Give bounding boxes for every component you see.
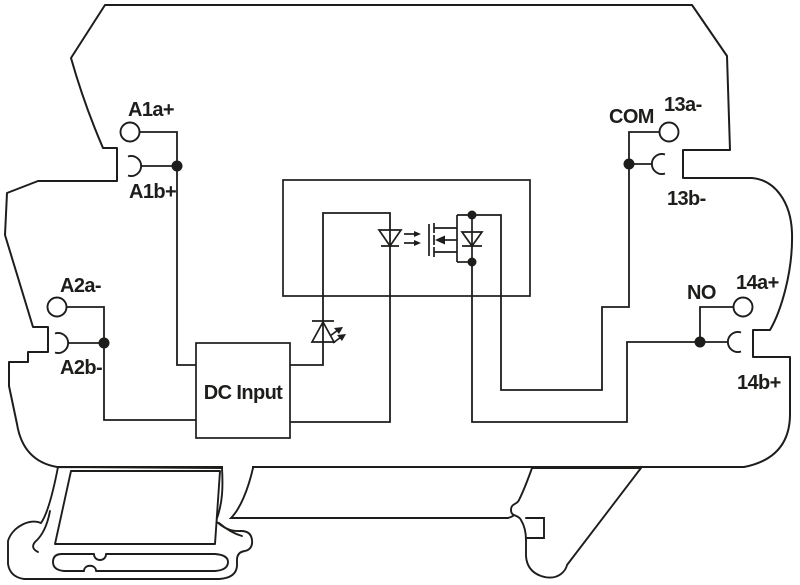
terminal-14a [732,296,754,318]
optocoupler-box [282,179,531,297]
terminal-a1a [119,121,141,143]
dc-input-block [195,342,291,439]
junction-dot-a2 [98,337,110,349]
label-14a: 14a+ [736,272,779,294]
wire-a2-to-dc-input [67,306,196,421]
body-diode-icon [460,210,484,267]
wire-14a-to-junction [699,306,733,342]
terminal-13a [658,121,680,143]
photovoltaic-mosfet-icon [428,215,472,263]
junction-dot-com [623,158,635,170]
label-a2a: A2a- [60,275,101,297]
wire-no-to-source [471,262,700,423]
terminal-a2b [54,332,69,354]
label-a1a: A1a+ [128,99,174,121]
terminal-14b [727,331,742,353]
terminal-a1b [127,155,142,177]
terminal-a2a [46,296,68,318]
junction-dot [467,210,477,220]
wire-a1-to-dc-input [140,131,196,366]
din-foot-slot [52,553,229,572]
junction-dot-no [694,336,706,348]
din-foot-right-notch [525,517,545,539]
junction-dot [467,257,477,267]
label-com: COM [609,106,654,128]
din-foot-right-clip [510,467,642,579]
label-14b: 14b+ [737,372,781,394]
module-housing-outline [4,4,794,468]
label-13a: 13a- [664,94,702,116]
junction-dot-a1 [171,160,183,172]
indicator-led-icon [310,320,346,344]
label-no: NO [687,282,716,304]
finger-gap-patch [223,464,252,470]
label-a1b: A1b+ [129,181,176,203]
din-foot-hook-curl [32,510,51,553]
dc-input-label: DC Input [204,382,283,404]
optocoupler-led-icon [377,229,421,248]
label-13b: 13b- [667,188,706,210]
label-a2b: A2b- [60,357,102,379]
din-foot-opening [54,470,221,545]
din-foot-claw-curl [218,522,243,537]
terminal-13b [651,153,666,175]
din-rail-edge-line [228,467,519,519]
wire-dc-to-opto-led-loop [290,212,391,423]
